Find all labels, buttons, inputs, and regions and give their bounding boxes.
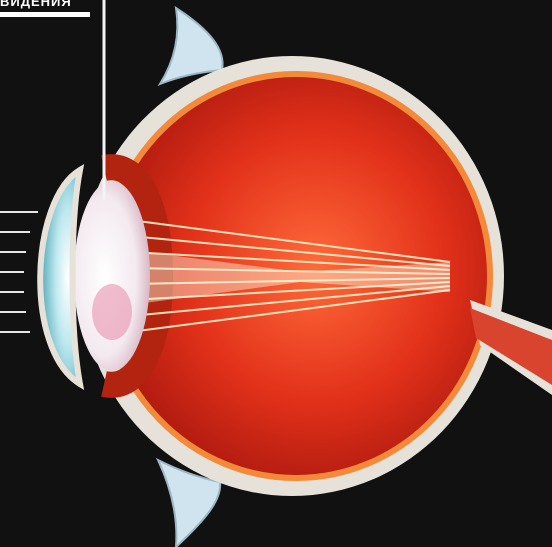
caption-underline	[0, 12, 90, 17]
lens	[74, 181, 150, 371]
caption-text: ВИДЕНИЯ	[0, 0, 90, 12]
lens-tint	[92, 284, 132, 340]
cornea	[40, 170, 80, 384]
incoming-light-lines	[0, 212, 38, 332]
